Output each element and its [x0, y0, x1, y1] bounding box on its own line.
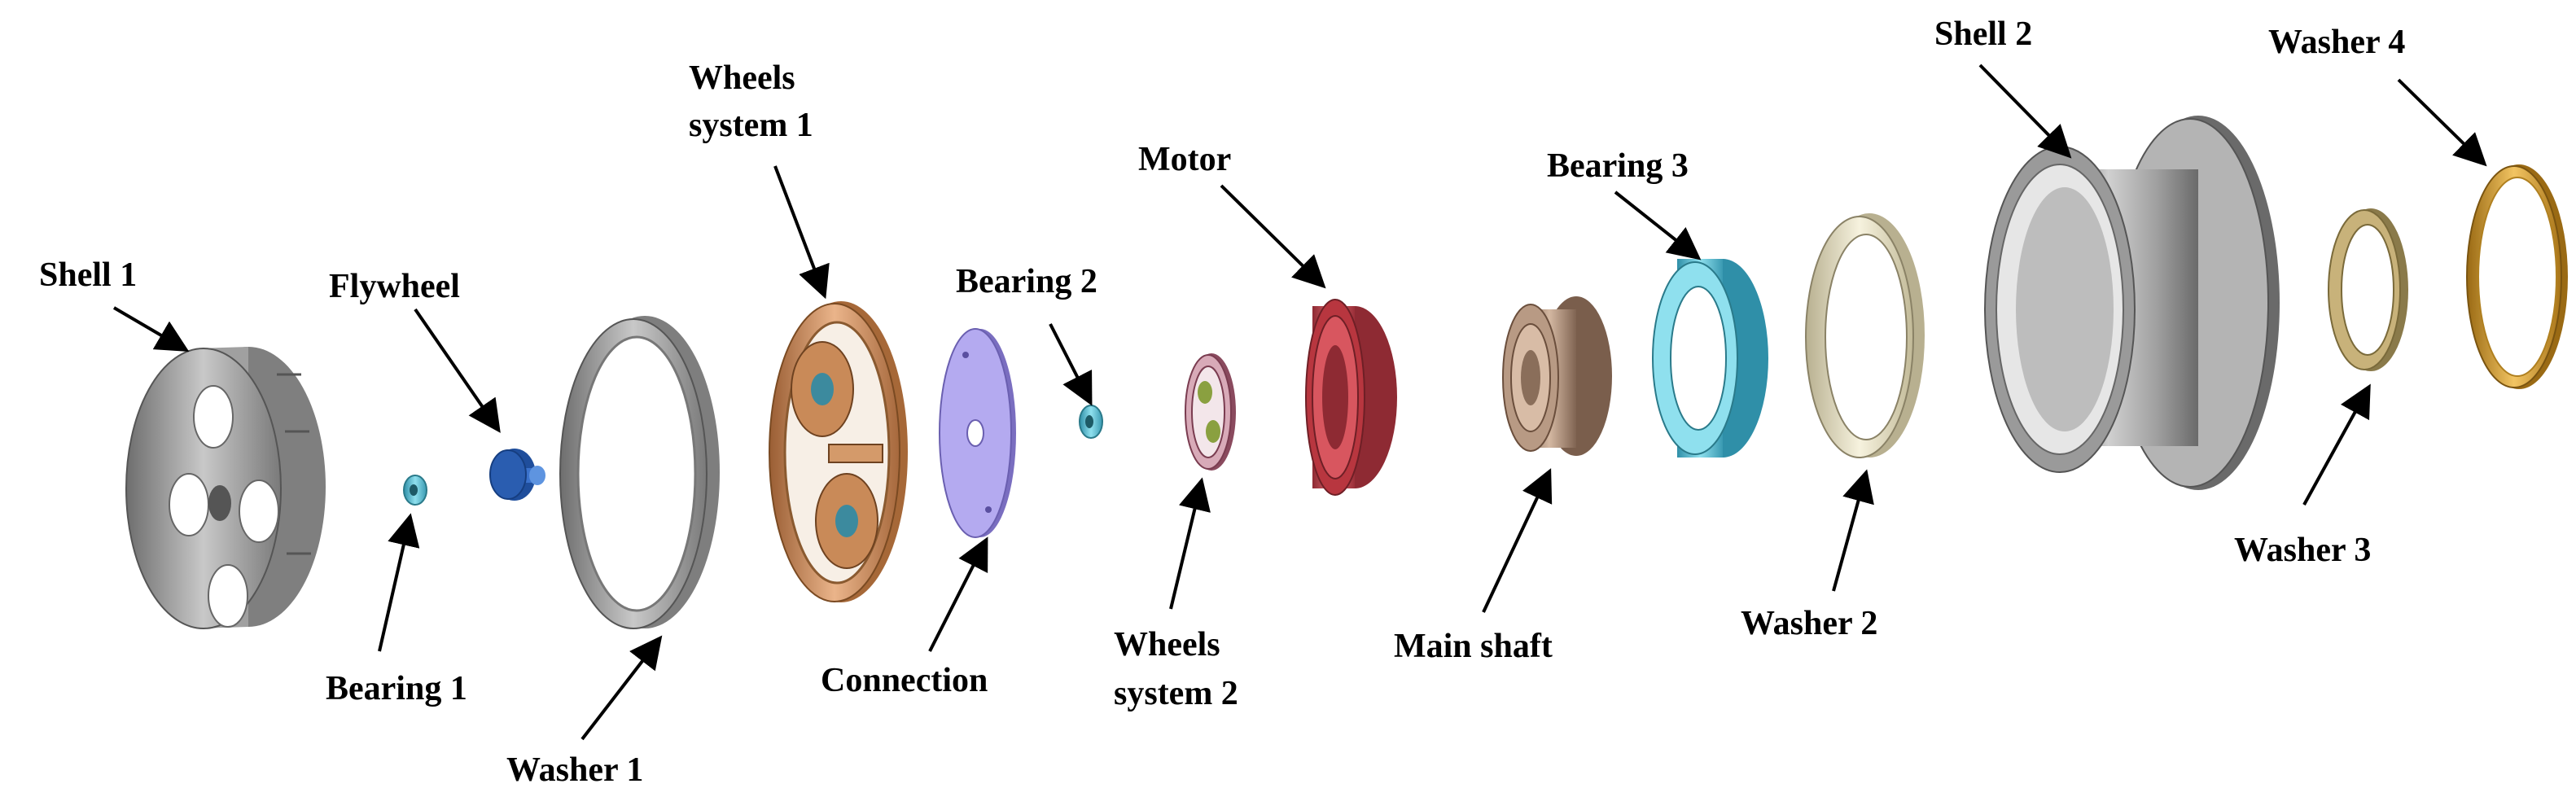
label-wheels-system-1-line2: system 1 [689, 107, 813, 144]
label-bearing-2: Bearing 2 [956, 263, 1097, 300]
label-wheels-system-2-line1: Wheels [1114, 626, 1220, 663]
label-bearing-3: Bearing 3 [1547, 147, 1689, 185]
washer-2-part [1805, 213, 1925, 458]
arrow-washer-3 [2302, 383, 2371, 506]
label-washer-3: Washer 3 [2234, 532, 2372, 569]
arrow-shell-2 [1978, 63, 2072, 159]
arrow-washer-2 [1832, 469, 1874, 592]
arrow-flywheel [414, 308, 501, 433]
label-shell-1: Shell 1 [39, 256, 138, 294]
washer-1-part [559, 316, 720, 629]
bearing-2-part [1079, 405, 1103, 439]
label-washer-2: Washer 2 [1741, 605, 1878, 642]
bearing-3-part [1652, 259, 1768, 458]
bearing-1-part [403, 475, 427, 506]
label-main-shaft: Main shaft [1394, 628, 1553, 665]
label-flywheel: Flywheel [329, 268, 460, 305]
arrow-bearing-2 [1049, 323, 1093, 406]
arrow-washer-1 [580, 635, 663, 741]
main-shaft-part [1502, 296, 1612, 456]
arrow-wheels-system-2 [1169, 477, 1211, 610]
arrow-bearing-1 [378, 513, 420, 652]
label-bearing-1: Bearing 1 [326, 670, 467, 707]
wheels-system-1-part [769, 301, 908, 602]
wheels-system-2-part [1185, 353, 1236, 471]
arrow-main-shaft [1482, 468, 1553, 613]
washer-4-part [2466, 164, 2568, 389]
label-connection: Connection [821, 662, 988, 699]
label-shell-2: Shell 2 [1934, 15, 2033, 53]
arrow-connection [928, 536, 988, 652]
washer-3-part [2328, 208, 2408, 371]
flywheel-part [489, 449, 545, 501]
arrow-motor [1220, 184, 1326, 289]
label-washer-1: Washer 1 [506, 751, 644, 789]
leader-arrows [112, 63, 2487, 741]
arrow-washer-4 [2397, 78, 2487, 167]
arrow-bearing-3 [1614, 190, 1702, 261]
label-wheels-system-2-line2: system 2 [1114, 675, 1238, 712]
arrow-shell-1 [112, 306, 190, 352]
motor-part [1305, 299, 1397, 496]
label-wheels-system-1-line1: Wheels [689, 59, 795, 97]
arrow-wheels-system-1 [773, 165, 830, 300]
shell-1-part [125, 347, 326, 629]
shell-2-part [1984, 116, 2280, 490]
label-washer-4: Washer 4 [2268, 24, 2406, 61]
connection-part [939, 328, 1016, 538]
label-motor: Motor [1138, 141, 1232, 178]
